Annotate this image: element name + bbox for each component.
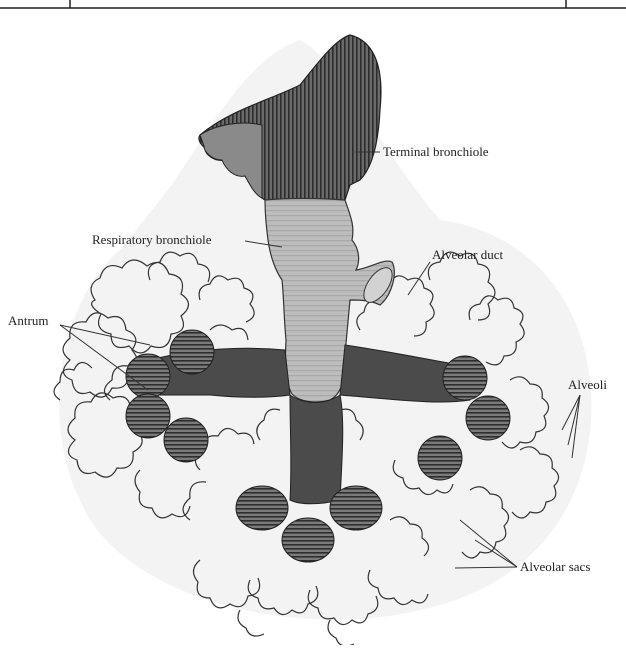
label-antrum: Antrum	[8, 313, 48, 328]
label-alveoli: Alveoli	[568, 377, 607, 392]
label-alveolar-duct: Alveolar duct	[432, 247, 504, 262]
label-alveolar-sacs: Alveolar sacs	[520, 559, 590, 574]
label-respiratory-bronchiole: Respiratory bronchiole	[92, 232, 212, 247]
top-table-border	[0, 0, 626, 8]
label-terminal-bronchiole: Terminal bronchiole	[383, 144, 489, 159]
